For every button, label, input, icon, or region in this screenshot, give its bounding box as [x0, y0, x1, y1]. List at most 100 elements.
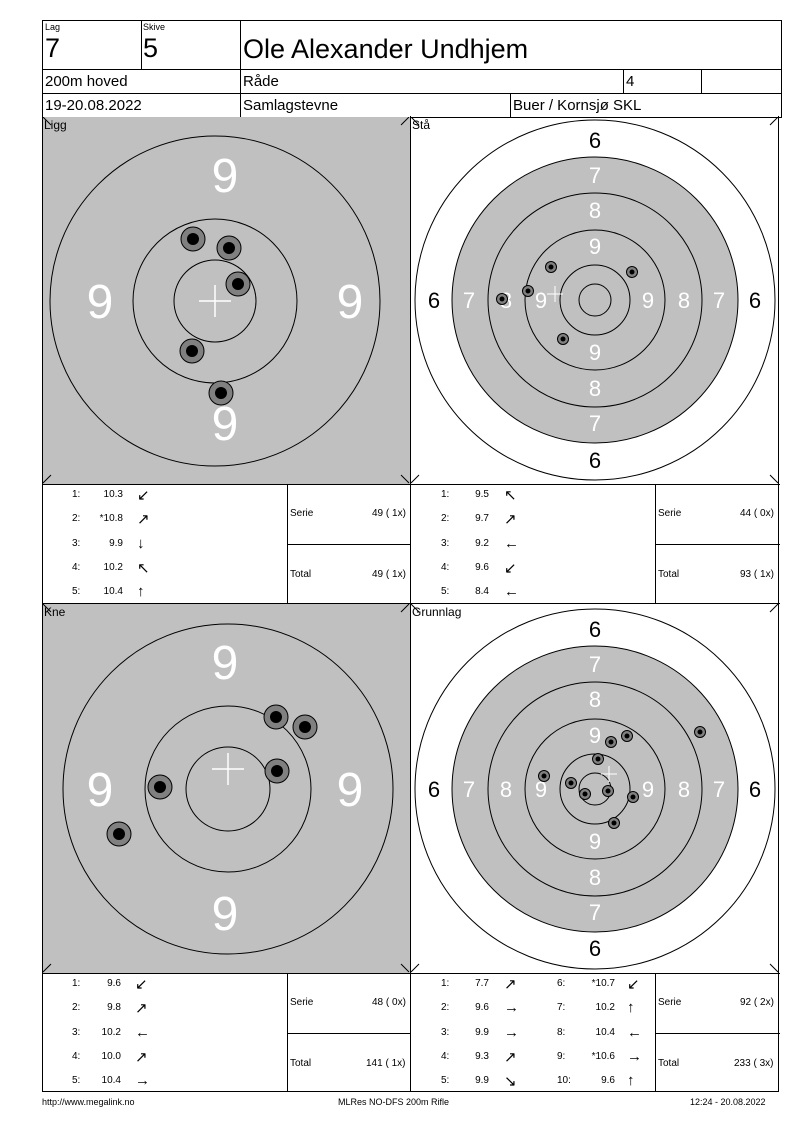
ring-label-7: 7: [713, 777, 725, 802]
shot-hole: [694, 726, 706, 738]
total-value: 141 ( 1x): [366, 1058, 406, 1069]
divider: [288, 1033, 410, 1034]
shot-direction-arrow-icon: ↗: [137, 511, 150, 529]
shot-hole: [264, 758, 290, 784]
shot-number: 10:: [557, 1075, 571, 1087]
shot-value: 9.6: [475, 1002, 489, 1014]
ring-label-6: 6: [589, 936, 601, 961]
shot-value: 9.2: [475, 537, 489, 549]
skive-label: Skive: [143, 22, 166, 32]
shot-hole: [608, 817, 620, 829]
class-number: 4: [626, 73, 635, 90]
ring-label-8: 8: [589, 687, 601, 712]
shot-value: 9.7: [475, 513, 489, 525]
shot-direction-arrow-icon: ↗: [135, 1000, 148, 1018]
shot-hole: [626, 266, 638, 278]
divider: [42, 603, 780, 604]
total-label: Total: [658, 569, 680, 580]
shot-direction-arrow-icon: ↘: [504, 1073, 517, 1091]
ring-9: [524, 229, 666, 371]
shot-hole: [522, 285, 534, 297]
target-grunnlag: 6 7 8 9 9 8 7 6 6 7 8 9 9 8 7 6: [411, 604, 779, 973]
shot-hole: [579, 788, 591, 800]
shot-hole: [263, 704, 289, 730]
shot-number: 7:: [557, 1002, 566, 1014]
ring-label-7: 7: [589, 411, 601, 436]
shot-direction-arrow-icon: ↖: [504, 487, 517, 504]
shot-hole: [179, 338, 205, 364]
serie-label: Serie: [658, 997, 682, 1008]
lag-value: 7: [45, 33, 61, 63]
ring-label-8: 8: [589, 376, 601, 401]
divider: [656, 1033, 780, 1034]
ring-label-9: 9: [212, 888, 239, 941]
panel-title-kne: Kne: [44, 605, 66, 619]
shot-hole: [216, 235, 242, 261]
shot-value: 10.3: [103, 489, 123, 500]
shot-direction-arrow-icon: ↑: [627, 1072, 635, 1090]
shot-hole: [602, 785, 614, 797]
shot-hole: [538, 770, 550, 782]
header-table: Lag 7 Skive 5 Ole Alexander Undhjem 200m…: [42, 20, 782, 118]
shot-value: 9.6: [475, 561, 489, 573]
venue-name: Buer / Kornsjø SKL: [513, 97, 642, 114]
shot-hole: [565, 777, 577, 789]
panel-title-sta: Stå: [412, 118, 431, 132]
ring-label-9: 9: [642, 777, 654, 802]
shot-number: 3:: [72, 1026, 81, 1038]
shot-hole: [557, 333, 569, 345]
ring-label-8: 8: [500, 777, 512, 802]
serie-label: Serie: [290, 997, 314, 1008]
divider: [287, 485, 288, 603]
divider: [43, 93, 781, 94]
total-label: Total: [290, 569, 312, 580]
ring-9: [49, 135, 381, 467]
shot-value: 9.9: [475, 1026, 489, 1038]
shot-number: 4:: [441, 561, 450, 573]
shot-number: 1:: [72, 489, 81, 500]
shot-value: 9.9: [109, 537, 123, 549]
shot-direction-arrow-icon: ↑: [137, 583, 145, 601]
shot-number: 3:: [72, 537, 81, 549]
shot-number: 9:: [557, 1050, 566, 1062]
target-background: [43, 604, 410, 973]
target-kne: 9 9 9 9: [43, 604, 410, 973]
shot-direction-arrow-icon: ↗: [135, 1048, 148, 1066]
shot-hole: [180, 226, 206, 252]
shot-value: 10.2: [101, 1026, 121, 1038]
ring-label-6: 6: [749, 288, 761, 313]
shot-hole: [106, 821, 132, 847]
shot-direction-arrow-icon: ↗: [504, 511, 517, 529]
divider: [655, 974, 656, 1092]
shot-number: 1:: [72, 978, 81, 989]
lag-label: Lag: [45, 22, 61, 32]
shot-value: 9.8: [107, 1002, 121, 1014]
total-label: Total: [658, 1058, 680, 1069]
total-label: Total: [290, 1058, 312, 1069]
shot-hole: [605, 736, 617, 748]
ring-label-6: 6: [589, 448, 601, 473]
ring-8: [487, 681, 703, 897]
divider: [410, 116, 411, 1092]
shot-value: *10.7: [591, 978, 615, 989]
event-name: Samlagstevne: [243, 97, 339, 114]
ring-label-6: 6: [428, 288, 440, 313]
shot-direction-arrow-icon: ←: [504, 583, 519, 601]
shot-number: 8:: [557, 1026, 566, 1038]
ring-label-9: 9: [535, 288, 547, 313]
shot-direction-arrow-icon: ←: [135, 1023, 150, 1041]
target-ligg: 9 9 9 9: [43, 117, 410, 484]
shooter-name: Ole Alexander Undhjem: [243, 34, 529, 64]
serie-value: 44 ( 0x): [740, 508, 774, 519]
ring-label-6: 6: [589, 617, 601, 642]
shot-number: 4:: [72, 1050, 81, 1062]
shot-value: 10.2: [595, 1002, 615, 1014]
ring-10: [144, 705, 312, 873]
ring-label-9: 9: [535, 777, 547, 802]
shot-value: 9.6: [107, 978, 121, 989]
ring-inner-ten: [578, 283, 612, 317]
divider: [655, 485, 656, 603]
divider: [287, 974, 288, 1092]
shot-direction-arrow-icon: ↗: [504, 976, 517, 993]
shot-value: 10.4: [595, 1026, 615, 1038]
